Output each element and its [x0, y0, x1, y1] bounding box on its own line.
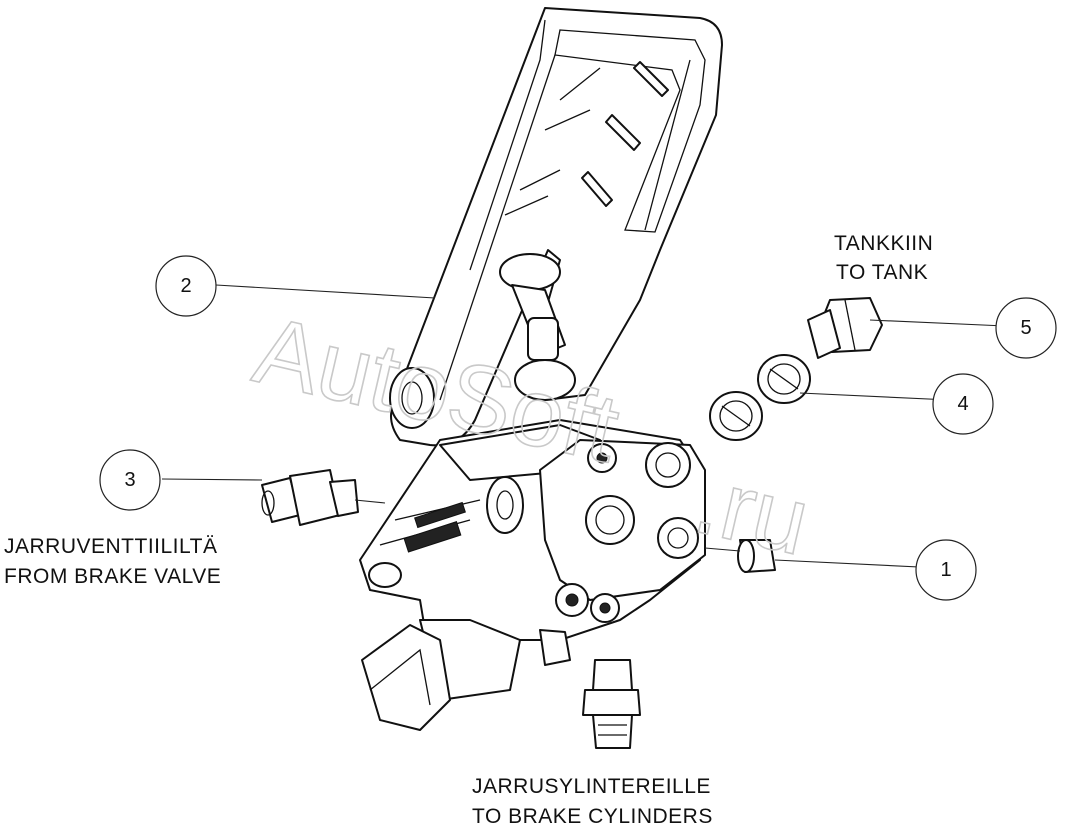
sealing-washers-4 [709, 354, 811, 441]
label-to-brake-cylinders-en: TO BRAKE CYLINDERS [472, 805, 713, 828]
callout-3-number: 3 [124, 469, 135, 491]
brake-valve-body [359, 419, 706, 731]
fitting-5-to-tank [807, 297, 883, 359]
label-from-brake-valve: JARRUVENTTIILILTÄ FROM BRAKE VALVE [4, 535, 221, 588]
callout-2-number: 2 [180, 275, 191, 297]
label-to-brake-cylinders: JARRUSYLINTEREILLE TO BRAKE CYLINDERS [472, 775, 713, 828]
label-to-tank-fi: TANKKIIN [834, 232, 933, 255]
callout-1-number: 1 [940, 559, 951, 581]
label-to-tank: TANKKIIN TO TANK [834, 232, 933, 284]
fitting-from-brake-valve [261, 469, 359, 526]
label-from-brake-valve-fi: JARRUVENTTIILILTÄ [4, 535, 217, 558]
brake-pedal-frame [389, 7, 723, 447]
label-to-brake-cylinders-fi: JARRUSYLINTEREILLE [472, 775, 711, 798]
callout-4-number: 4 [957, 393, 968, 415]
label-from-brake-valve-en: FROM BRAKE VALVE [4, 565, 221, 588]
label-to-tank-en: TO TANK [836, 261, 928, 284]
callout-5: 5 [995, 297, 1057, 359]
watermark-suffix: .ru [685, 446, 818, 575]
callout-2: 2 [155, 255, 217, 317]
fitting-to-brake-cylinders [582, 659, 641, 749]
callout-1: 1 [915, 539, 977, 601]
callout-4: 4 [932, 373, 994, 435]
fitting-1 [737, 539, 776, 573]
callout-3: 3 [99, 449, 161, 511]
leader-lines [161, 284, 1006, 569]
callout-5-number: 5 [1020, 317, 1031, 339]
